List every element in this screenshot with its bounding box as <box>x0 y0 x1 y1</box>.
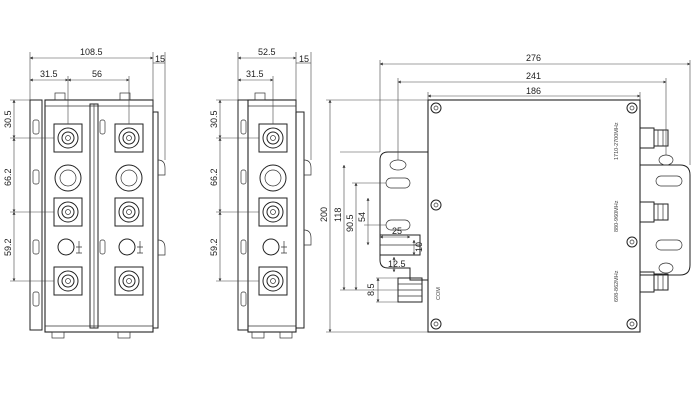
dim-side-depth: 15 <box>155 54 165 64</box>
corner-screw <box>626 102 638 114</box>
left-flange <box>237 99 249 331</box>
corner-screw <box>430 318 442 330</box>
corner-screw <box>430 102 442 114</box>
dim-width-a: 31.5 <box>246 69 264 79</box>
com-connector <box>397 277 423 303</box>
main-housing <box>427 99 641 333</box>
dim-10: 10 <box>414 242 424 252</box>
dim-overall-height: 200 <box>319 207 329 222</box>
dim-85: 8.5 <box>366 283 376 296</box>
ground-symbol <box>262 238 287 256</box>
dim-overall-length: 276 <box>526 53 541 63</box>
dim-height-mid: 66.2 <box>3 168 13 186</box>
dim-125: 12.5 <box>388 259 406 269</box>
dim-905: 90.5 <box>345 214 355 232</box>
left-flange <box>29 99 43 331</box>
port-label-high: 1710-2700MHz <box>614 122 620 160</box>
dim-width-b: 56 <box>92 69 102 79</box>
ground-lug <box>115 164 143 192</box>
front-view-two-row: 108.5 31.5 56 15 30.5 66.2 59.2 <box>3 47 166 339</box>
dim-mount-height: 118 <box>333 208 343 222</box>
connector-port <box>114 197 144 227</box>
dim-width-a: 31.5 <box>40 69 58 79</box>
ground-symbol <box>57 238 82 256</box>
dim-mount-spacing: 241 <box>526 71 541 81</box>
ground-lug <box>259 164 287 192</box>
dim-height-top: 30.5 <box>209 110 219 128</box>
port-label-low: 698-862MHz <box>614 270 620 302</box>
side-screw <box>430 199 442 211</box>
dim-height-top: 30.5 <box>3 110 13 128</box>
enclosure-outline <box>44 99 154 333</box>
left-mounting-bracket <box>379 151 428 281</box>
enclosure-outline <box>247 99 297 333</box>
ground-symbol <box>118 238 143 256</box>
top-view: 1710-2700MHz 880-960MHz 698-862MHz COM 2… <box>319 53 691 333</box>
dim-side-depth: 15 <box>299 54 309 64</box>
right-mounting-bracket <box>640 164 691 276</box>
dim-25: 25 <box>392 226 402 236</box>
connector-port <box>639 127 669 149</box>
dim-body-length: 186 <box>526 86 541 96</box>
dim-54: 54 <box>357 212 367 222</box>
dim-width-total: 52.5 <box>258 47 276 57</box>
ground-lug <box>54 164 82 192</box>
side-screw <box>626 236 638 248</box>
connector-port <box>639 201 669 223</box>
port-label-mid: 880-960MHz <box>614 200 620 232</box>
dim-height-bottom: 59.2 <box>209 238 219 256</box>
side-plate <box>153 111 159 329</box>
connector-port <box>114 266 144 296</box>
front-view-one-row: 52.5 31.5 15 30.5 66.2 59.2 <box>209 47 312 339</box>
corner-screw <box>626 318 638 330</box>
side-plate <box>296 111 305 329</box>
connector-port <box>639 271 669 293</box>
dim-width-total: 108.5 <box>80 47 103 57</box>
com-label: COM <box>436 287 442 300</box>
dim-height-bottom: 59.2 <box>3 238 13 256</box>
dim-height-mid: 66.2 <box>209 168 219 186</box>
